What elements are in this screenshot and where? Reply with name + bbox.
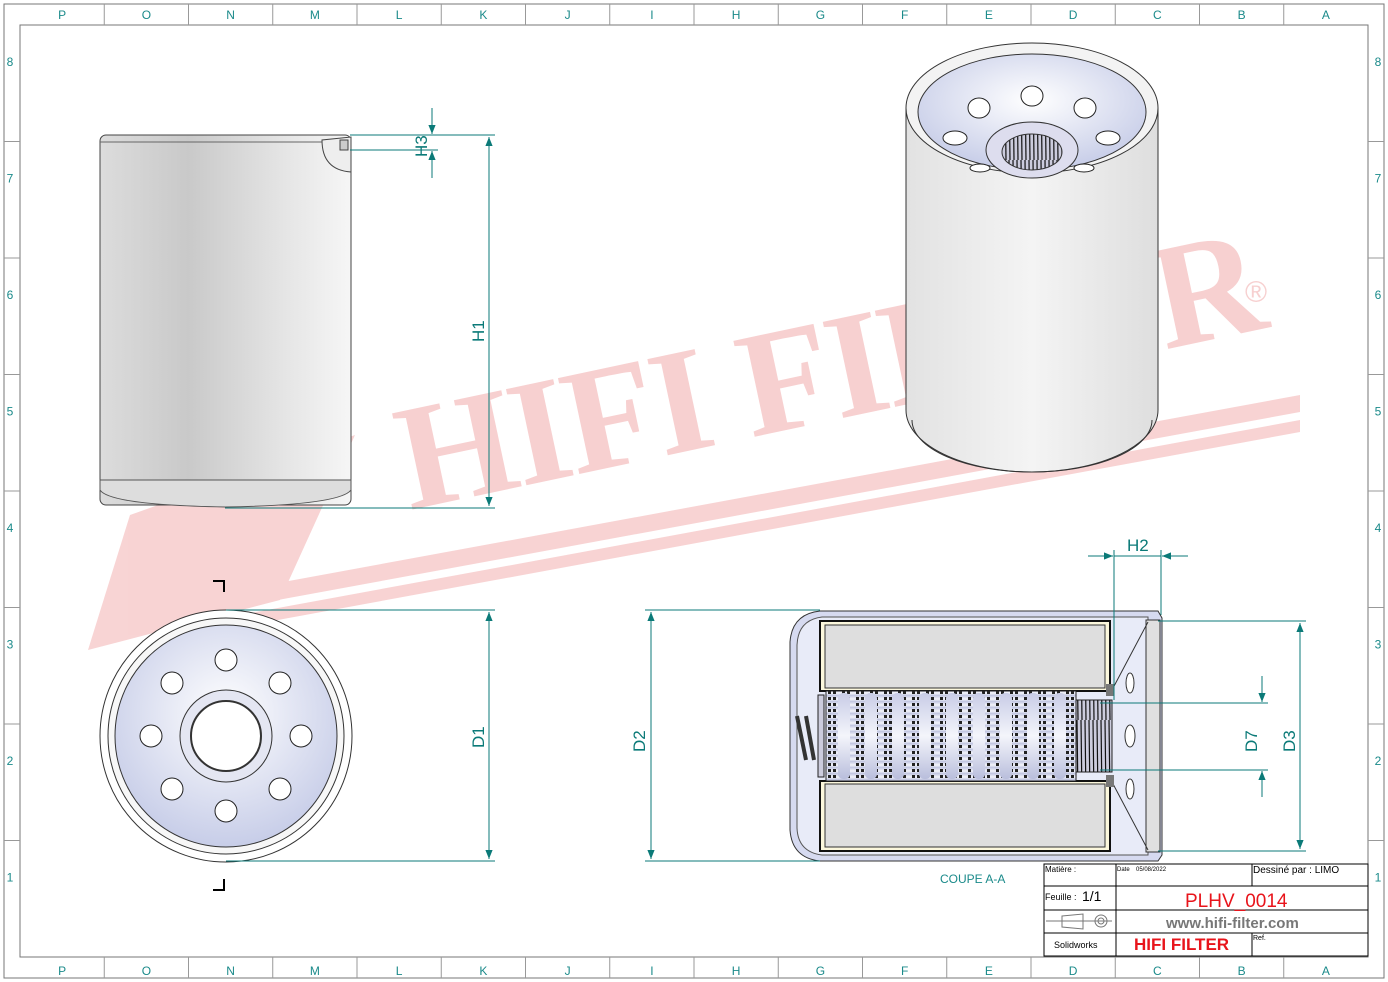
column-label: C bbox=[1153, 964, 1162, 978]
dimension-d3 bbox=[1158, 620, 1306, 852]
brand-name: HIFI FILTER bbox=[1134, 935, 1229, 954]
column-label: N bbox=[226, 8, 235, 22]
dim-label-d7: D7 bbox=[1242, 730, 1261, 752]
registered-mark: ® bbox=[1245, 276, 1267, 309]
column-label: K bbox=[479, 964, 487, 978]
row-label: 1 bbox=[7, 870, 14, 884]
row-labels: 8 8 7 7 6 6 5 5 4 4 3 3 2 2 1 1 bbox=[7, 55, 1382, 885]
coil-band bbox=[838, 693, 850, 779]
column-label: B bbox=[1238, 8, 1246, 22]
dim-label-h1: H1 bbox=[469, 320, 488, 342]
column-label: O bbox=[142, 8, 151, 22]
column-label: P bbox=[58, 8, 66, 22]
column-label: E bbox=[985, 8, 993, 22]
coil-band bbox=[892, 693, 904, 779]
column-label: K bbox=[479, 8, 487, 22]
section-view bbox=[789, 610, 1163, 862]
column-label: E bbox=[985, 964, 993, 978]
row-label: 2 bbox=[1375, 754, 1382, 768]
column-label: L bbox=[396, 8, 403, 22]
column-label: P bbox=[58, 964, 66, 978]
row-label: 6 bbox=[1375, 288, 1382, 302]
column-label: M bbox=[310, 8, 320, 22]
projection-symbol-icon bbox=[1046, 913, 1112, 930]
row-label: 6 bbox=[7, 288, 14, 302]
dimension-h2 bbox=[1088, 550, 1188, 700]
dim-label-h2: H2 bbox=[1127, 536, 1149, 555]
drawn-by: Dessiné par : LIMO bbox=[1253, 865, 1339, 876]
column-label: M bbox=[310, 964, 320, 978]
coil-band bbox=[973, 693, 985, 779]
row-label: 5 bbox=[7, 404, 14, 418]
row-label: 3 bbox=[1375, 637, 1382, 651]
column-label: H bbox=[732, 964, 741, 978]
column-label: A bbox=[1322, 964, 1330, 978]
date-label: Date bbox=[1117, 867, 1130, 873]
column-label: G bbox=[816, 964, 825, 978]
coil-band bbox=[946, 693, 958, 779]
coil-band bbox=[1000, 693, 1012, 779]
material-label: Matière : bbox=[1045, 865, 1076, 874]
bottom-view bbox=[99, 580, 353, 891]
row-label: 5 bbox=[1375, 404, 1382, 418]
coil-band bbox=[919, 693, 931, 779]
dim-label-d2: D2 bbox=[630, 730, 649, 752]
row-label: 3 bbox=[7, 637, 14, 651]
row-label: 8 bbox=[7, 55, 14, 69]
software: Solidworks bbox=[1054, 940, 1098, 950]
column-label: F bbox=[901, 8, 908, 22]
column-label: F bbox=[901, 964, 908, 978]
dimension-h3 bbox=[350, 108, 438, 178]
title-block bbox=[1043, 863, 1369, 957]
coil-band bbox=[1054, 693, 1066, 779]
column-label: I bbox=[650, 964, 653, 978]
row-label: 8 bbox=[1375, 55, 1382, 69]
row-label: 7 bbox=[1375, 171, 1382, 185]
column-label: H bbox=[732, 8, 741, 22]
column-label: J bbox=[565, 964, 571, 978]
section-label: COUPE A-A bbox=[940, 872, 1005, 886]
column-label: A bbox=[1322, 8, 1330, 22]
column-label: I bbox=[650, 8, 653, 22]
row-label: 1 bbox=[1375, 870, 1382, 884]
isometric-view bbox=[905, 42, 1159, 473]
column-label: B bbox=[1238, 964, 1246, 978]
website: www.hifi-filter.com bbox=[1165, 915, 1299, 932]
column-label: J bbox=[565, 8, 571, 22]
column-label: D bbox=[1069, 8, 1078, 22]
column-label: L bbox=[396, 964, 403, 978]
ref-label: Ref. bbox=[1253, 935, 1266, 942]
column-label: G bbox=[816, 8, 825, 22]
coil-band bbox=[1027, 693, 1039, 779]
column-labels: P P O O N N M M L L K K J J I I H H G G F F E E D D C C B B A A bbox=[58, 8, 1330, 978]
sheet-value: 1/1 bbox=[1082, 888, 1102, 904]
column-label: D bbox=[1069, 964, 1078, 978]
date-value: 05/08/2022 bbox=[1136, 867, 1167, 873]
dim-label-d3: D3 bbox=[1280, 730, 1299, 752]
dimension-d2 bbox=[645, 609, 820, 862]
dimension-d7 bbox=[1100, 676, 1268, 797]
coil-band bbox=[865, 693, 877, 779]
column-label: C bbox=[1153, 8, 1162, 22]
drawing-frame bbox=[3, 3, 1385, 979]
row-label: 2 bbox=[7, 754, 14, 768]
column-label: O bbox=[142, 964, 151, 978]
front-view bbox=[99, 134, 352, 508]
column-label: N bbox=[226, 964, 235, 978]
row-label: 7 bbox=[7, 171, 14, 185]
dim-label-d1: D1 bbox=[469, 726, 488, 748]
row-label: 4 bbox=[1375, 521, 1382, 535]
dim-label-h3: H3 bbox=[412, 135, 431, 157]
dimension-d1 bbox=[226, 609, 495, 862]
row-label: 4 bbox=[7, 521, 14, 535]
sheet-label: Feuille : bbox=[1045, 892, 1077, 902]
part-number: PLHV_0014 bbox=[1185, 891, 1288, 912]
